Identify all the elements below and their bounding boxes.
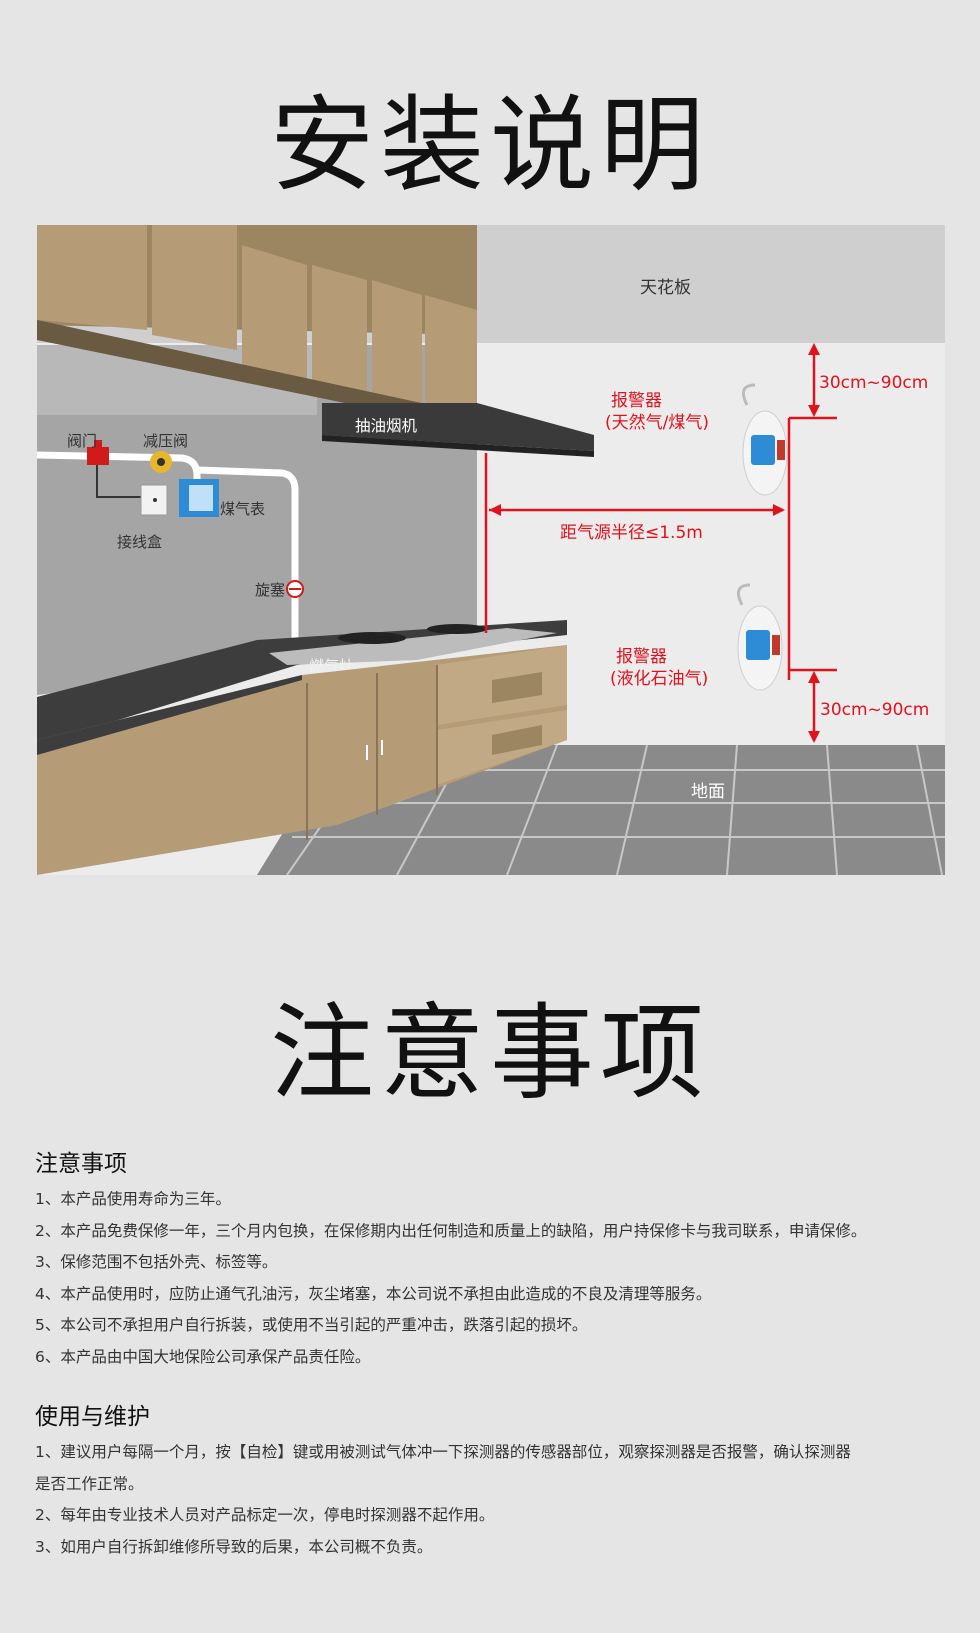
maintenance-item: 3、如用户自行拆卸维修所导致的后果，本公司概不负责。 [35, 1537, 433, 1556]
alarm-top-label-line1: 报警器 [611, 391, 662, 411]
notes-section: 注意事项 1、本产品使用寿命为三年。 2、本产品免费保修一年，三个月内包换，在保… [35, 1144, 955, 1373]
pressure-reducer-icon [150, 451, 172, 473]
notes-heading: 注意事项 [35, 1151, 127, 1177]
plug-valve-icon [286, 580, 304, 598]
gas-meter-icon [179, 479, 219, 517]
pressure-reducer-label: 减压阀 [143, 432, 188, 450]
gas-pipe [37, 451, 299, 645]
maintenance-item: 是否工作正常。 [35, 1474, 144, 1493]
maintenance-heading: 使用与维护 [35, 1404, 150, 1430]
alarm-bottom-label-line2: (液化石油气) [610, 669, 708, 689]
alarm-device-top [741, 383, 788, 496]
maintenance-item: 1、建议用户每隔一个月，按【自检】键或用被测试气体冲一下探测器的传感器部位，观察… [35, 1443, 851, 1461]
range-hood: 抽油烟机 [322, 403, 594, 457]
installation-diagram: 抽油烟机 阀门 减压阀 煤气表 接线盒 旋塞 燃气灶 [37, 225, 945, 875]
floor-label: 地面 [691, 782, 725, 802]
junction-box-label: 接线盒 [117, 533, 162, 551]
notes-item: 1、本产品使用寿命为三年。 [35, 1190, 231, 1208]
upper-cabinets [37, 225, 477, 430]
radius-label: 距气源半径≤1.5m [560, 523, 703, 543]
gas-stove: 燃气灶 [269, 624, 557, 675]
notes-item: 3、保修范围不包括外壳、标签等。 [35, 1253, 278, 1271]
plug-valve-label: 旋塞 [255, 581, 285, 599]
notes-item: 4、本产品使用时，应防止通气孔油污，灰尘堵塞，本公司说不承担由此造成的不良及清理… [35, 1284, 712, 1303]
valve-icon [87, 440, 109, 465]
range-hood-label: 抽油烟机 [355, 417, 418, 435]
notes-item: 2、本产品免费保修一年，三个月内包换，在保修期内出任何制造和质量上的缺陷，用户持… [35, 1221, 867, 1240]
measurement-lines [484, 343, 837, 743]
alarm-device-bottom [736, 583, 783, 691]
maintenance-item: 2、每年由专业技术人员对产品标定一次，停电时探测器不起作用。 [35, 1506, 495, 1524]
maintenance-section: 使用与维护 1、建议用户每隔一个月，按【自检】键或用被测试气体冲一下探测器的传感… [35, 1397, 955, 1563]
ceiling-label: 天花板 [640, 278, 691, 298]
notes-item: 6、本产品由中国大地保险公司承保产品责任险。 [35, 1347, 371, 1366]
notice-title: 注意事项 [269, 992, 710, 1114]
gas-meter-label: 煤气表 [220, 500, 265, 518]
distance-bottom-label: 30cm~90cm [820, 700, 929, 720]
lower-cabinets [37, 645, 567, 875]
alarm-bottom-label-line1: 报警器 [616, 647, 667, 667]
distance-top-label: 30cm~90cm [819, 373, 928, 393]
notes-item: 5、本公司不承担用户自行拆装，或使用不当引起的严重冲击，跌落引起的损坏。 [35, 1316, 588, 1334]
install-title: 安装说明 [269, 84, 710, 206]
alarm-top-label-line2: (天然气/煤气) [605, 413, 709, 433]
valve-label: 阀门 [67, 432, 97, 450]
